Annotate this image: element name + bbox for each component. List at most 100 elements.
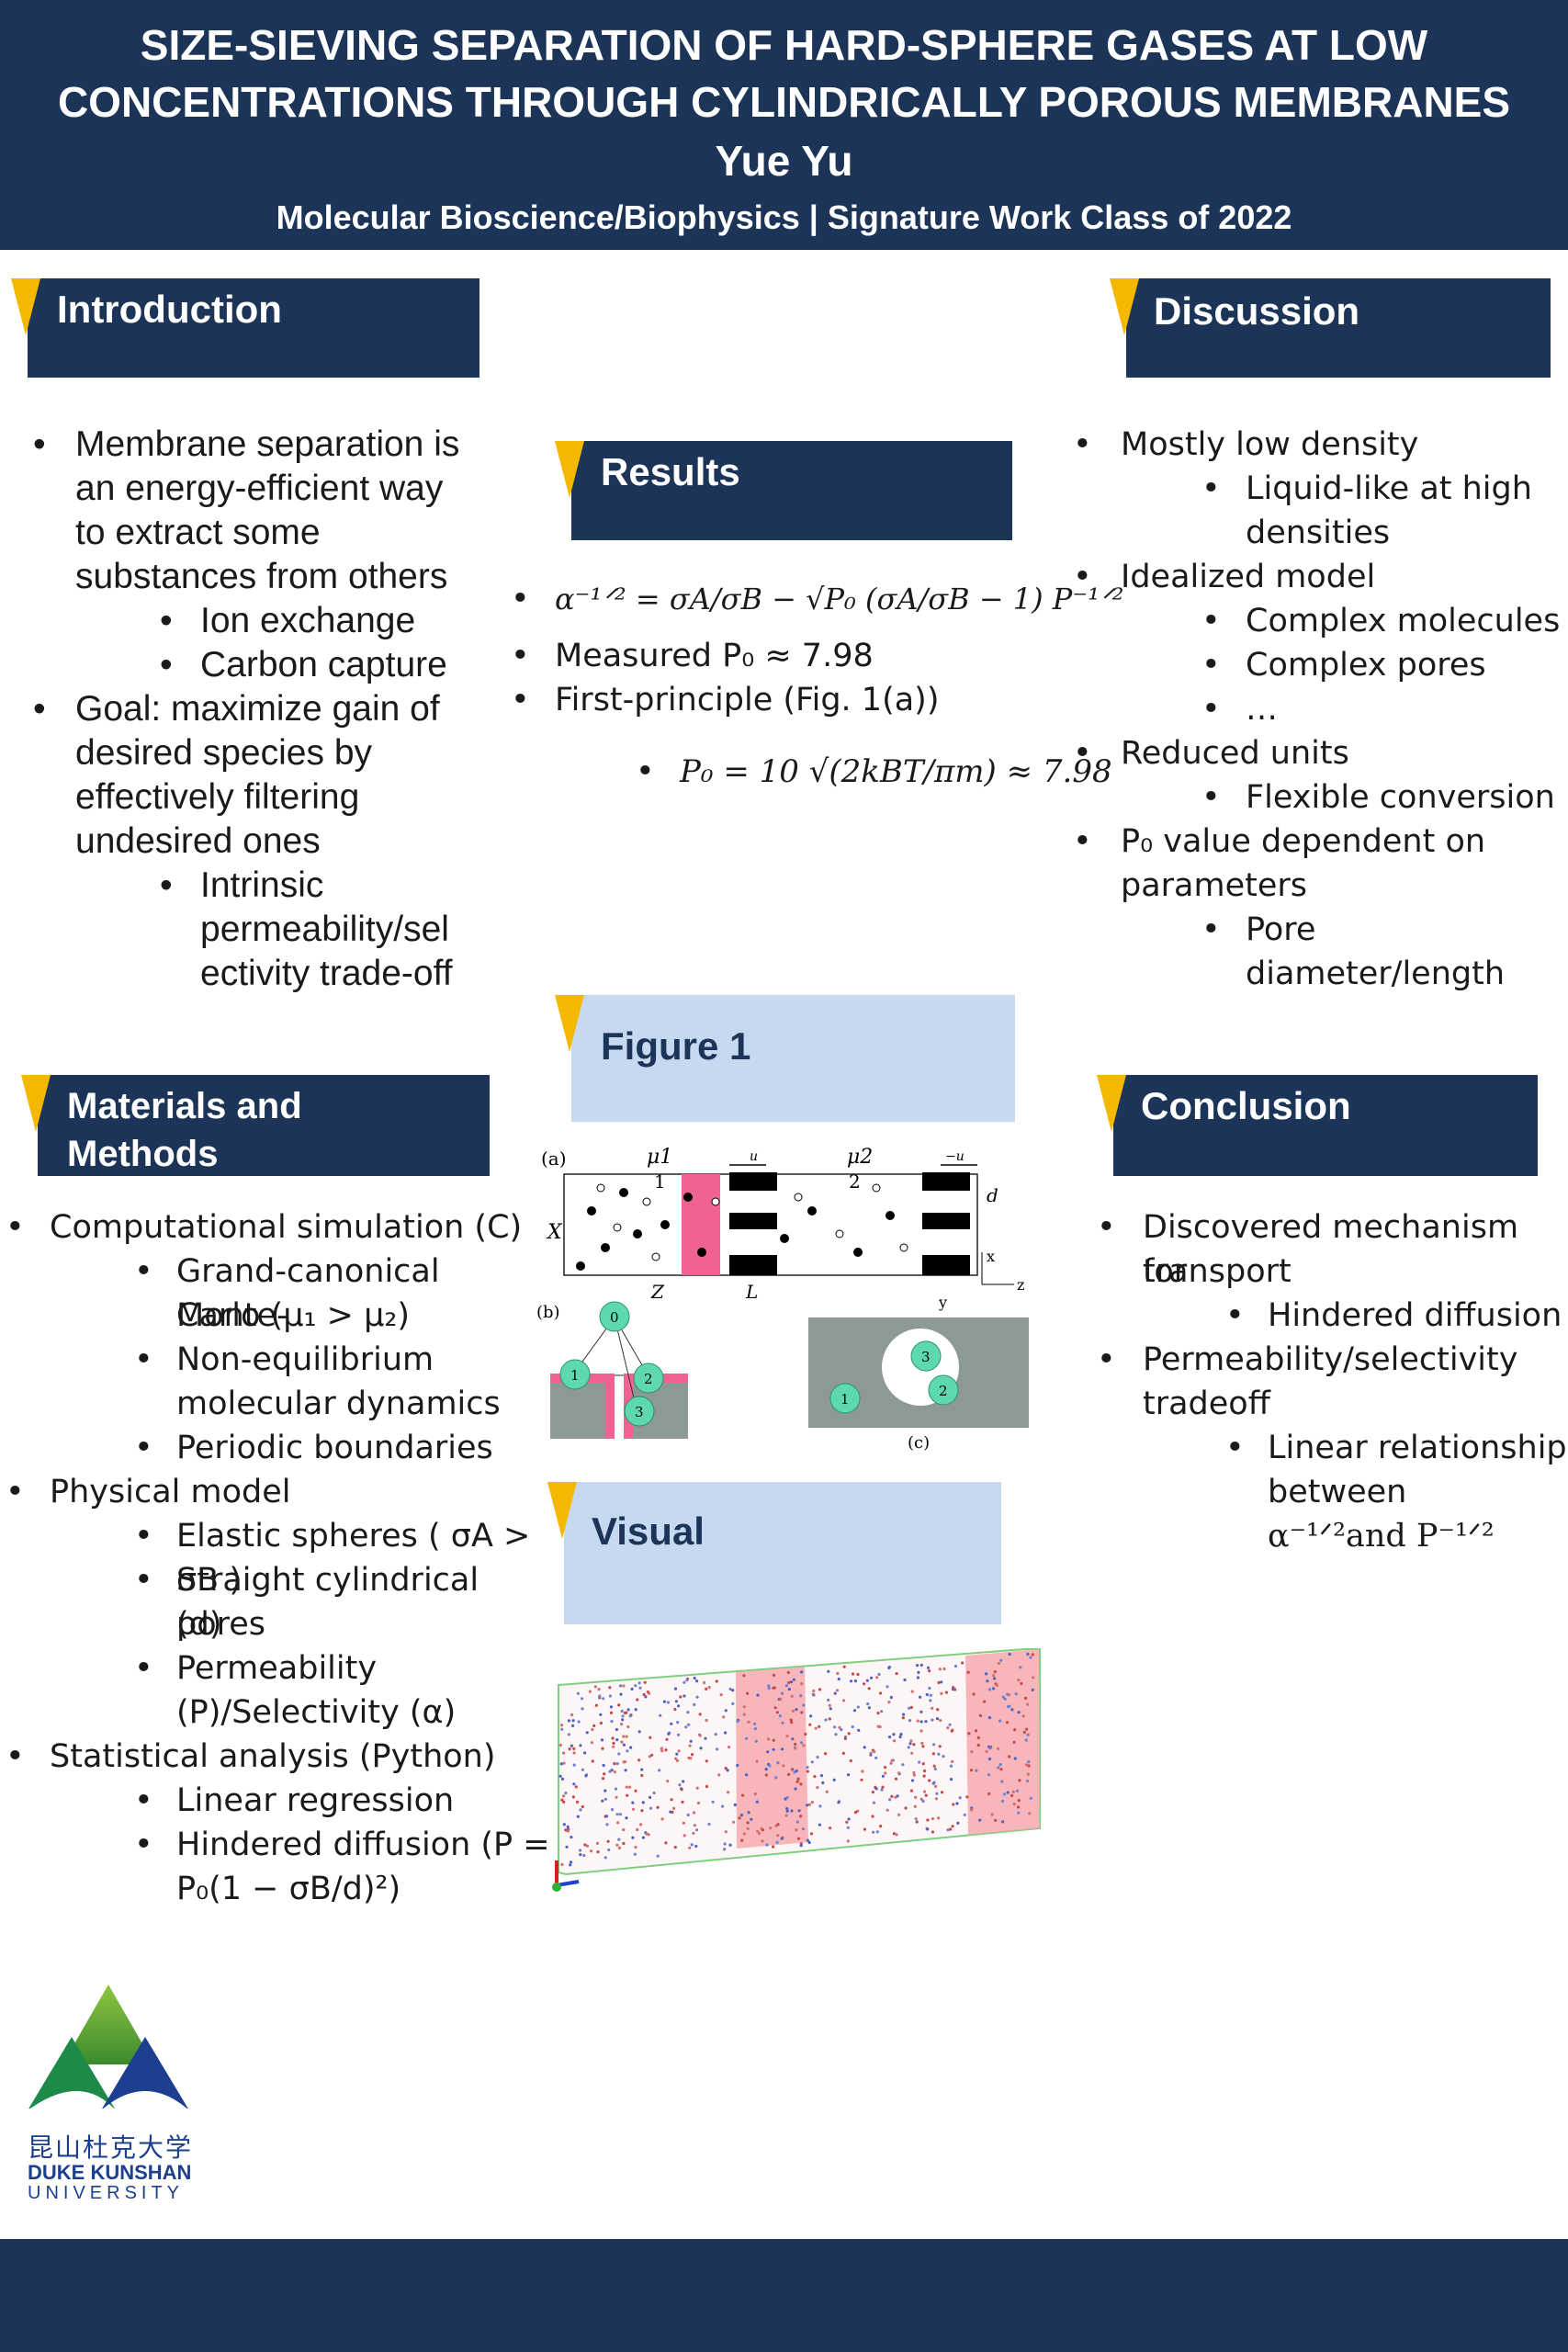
gas-particle bbox=[692, 1811, 696, 1815]
gas-particle bbox=[1020, 1681, 1023, 1686]
gas-particle bbox=[795, 1820, 799, 1824]
conclusion-line: Discovered mechanism for bbox=[1143, 1209, 1519, 1290]
gas-particle bbox=[648, 1691, 651, 1695]
gas-particle bbox=[723, 1848, 727, 1851]
gas-particle bbox=[585, 1731, 589, 1735]
gas-particle bbox=[872, 1801, 875, 1804]
gas-particle bbox=[642, 1692, 646, 1697]
gas-particle bbox=[618, 1813, 623, 1816]
gas-particle bbox=[677, 1749, 681, 1753]
gas-particle bbox=[919, 1729, 923, 1733]
gas-particle bbox=[687, 1723, 691, 1726]
gas-particle bbox=[987, 1773, 991, 1777]
gas-particle bbox=[658, 1769, 661, 1772]
gas-particle bbox=[846, 1826, 850, 1829]
gas-particle bbox=[901, 1763, 905, 1767]
gas-particle bbox=[615, 1795, 618, 1799]
gas-particle bbox=[638, 1686, 642, 1690]
gas-particle bbox=[1017, 1811, 1021, 1815]
gas-particle bbox=[985, 1672, 988, 1676]
gas-particle bbox=[908, 1706, 911, 1710]
velocity-u-label: u bbox=[750, 1149, 758, 1164]
gas-particle bbox=[799, 1782, 803, 1786]
materials-line: Non-equilibrium bbox=[176, 1341, 434, 1378]
gas-particle bbox=[767, 1686, 771, 1690]
gas-particle bbox=[698, 1713, 702, 1716]
gas-particle bbox=[852, 1709, 857, 1713]
gas-particle bbox=[995, 1683, 998, 1687]
logo-line2: UNIVERSITY bbox=[28, 2183, 185, 2203]
gas-particle bbox=[681, 1800, 684, 1804]
gas-particle bbox=[776, 1823, 780, 1826]
gas-particle bbox=[857, 1728, 861, 1732]
gas-particle bbox=[780, 1837, 784, 1840]
accent-marker bbox=[21, 1075, 51, 1132]
gas-particle bbox=[819, 1774, 824, 1778]
gas-particle bbox=[836, 1671, 840, 1676]
gas-particle bbox=[617, 1703, 621, 1707]
gas-particle bbox=[794, 1747, 797, 1750]
gas-particle bbox=[773, 1706, 777, 1710]
gas-particle bbox=[717, 1773, 721, 1777]
contact-line bbox=[614, 1317, 638, 1414]
gas-particle bbox=[728, 1687, 732, 1691]
gas-particle bbox=[764, 1768, 768, 1771]
gas-particle bbox=[791, 1737, 795, 1741]
gas-particle bbox=[1024, 1763, 1029, 1767]
gas-particle bbox=[606, 1839, 610, 1843]
gas-particle bbox=[590, 1849, 593, 1853]
gas-particle bbox=[1010, 1708, 1014, 1712]
gas-particle bbox=[572, 1751, 576, 1755]
gas-particle bbox=[829, 1707, 832, 1711]
gas-particle bbox=[1006, 1721, 1010, 1724]
gas-particle bbox=[929, 1699, 932, 1702]
gas-particle bbox=[558, 1774, 562, 1778]
gas-particle bbox=[581, 1697, 584, 1701]
gas-particle bbox=[886, 1685, 889, 1689]
gas-particle bbox=[1031, 1653, 1034, 1657]
gas-particle bbox=[896, 1794, 899, 1798]
gas-particle bbox=[790, 1694, 794, 1698]
gas-particle bbox=[998, 1719, 1002, 1723]
gas-particle bbox=[625, 1785, 628, 1789]
gas-particle bbox=[566, 1829, 570, 1833]
gas-particle bbox=[1029, 1796, 1032, 1800]
gas-particle bbox=[799, 1694, 803, 1698]
gas-particle bbox=[847, 1732, 851, 1736]
gas-particle bbox=[797, 1809, 801, 1813]
gas-particle bbox=[942, 1755, 945, 1758]
gas-particle bbox=[937, 1816, 941, 1820]
gas-particle bbox=[800, 1682, 804, 1686]
gas-particle bbox=[732, 1820, 736, 1824]
gas-particle bbox=[625, 1711, 628, 1714]
gas-particle bbox=[559, 1724, 564, 1727]
gas-particle bbox=[599, 1713, 603, 1716]
gas-particle bbox=[910, 1690, 914, 1693]
gas-particle bbox=[650, 1753, 654, 1757]
gas-particle bbox=[567, 1733, 570, 1736]
gas-particle bbox=[623, 1760, 627, 1764]
gas-particle bbox=[675, 1758, 680, 1762]
gas-particle bbox=[950, 1729, 953, 1733]
sphere-2-label: 2 bbox=[939, 1383, 948, 1399]
gas-particle bbox=[853, 1679, 857, 1683]
gas-particle bbox=[773, 1686, 776, 1690]
gas-particle bbox=[678, 1783, 682, 1787]
bullet: • bbox=[33, 424, 46, 464]
gas-particle bbox=[571, 1719, 575, 1723]
gas-particle bbox=[827, 1698, 830, 1702]
gas-particle bbox=[645, 1832, 649, 1836]
gas-particle bbox=[716, 1747, 719, 1751]
gas-particle bbox=[1017, 1679, 1021, 1682]
pore-diameter-label: d bbox=[987, 1184, 998, 1206]
bullet: • bbox=[134, 1518, 153, 1555]
gas-particle bbox=[662, 1700, 666, 1703]
gas-particle bbox=[812, 1689, 816, 1693]
discussion-line: parameters bbox=[1121, 867, 1308, 904]
gas-particle bbox=[719, 1693, 723, 1697]
gas-particle bbox=[909, 1789, 914, 1792]
gas-particle bbox=[946, 1726, 950, 1730]
gas-particle bbox=[969, 1769, 973, 1772]
results-heading: Results bbox=[571, 441, 1012, 540]
gas-particle bbox=[978, 1713, 983, 1717]
